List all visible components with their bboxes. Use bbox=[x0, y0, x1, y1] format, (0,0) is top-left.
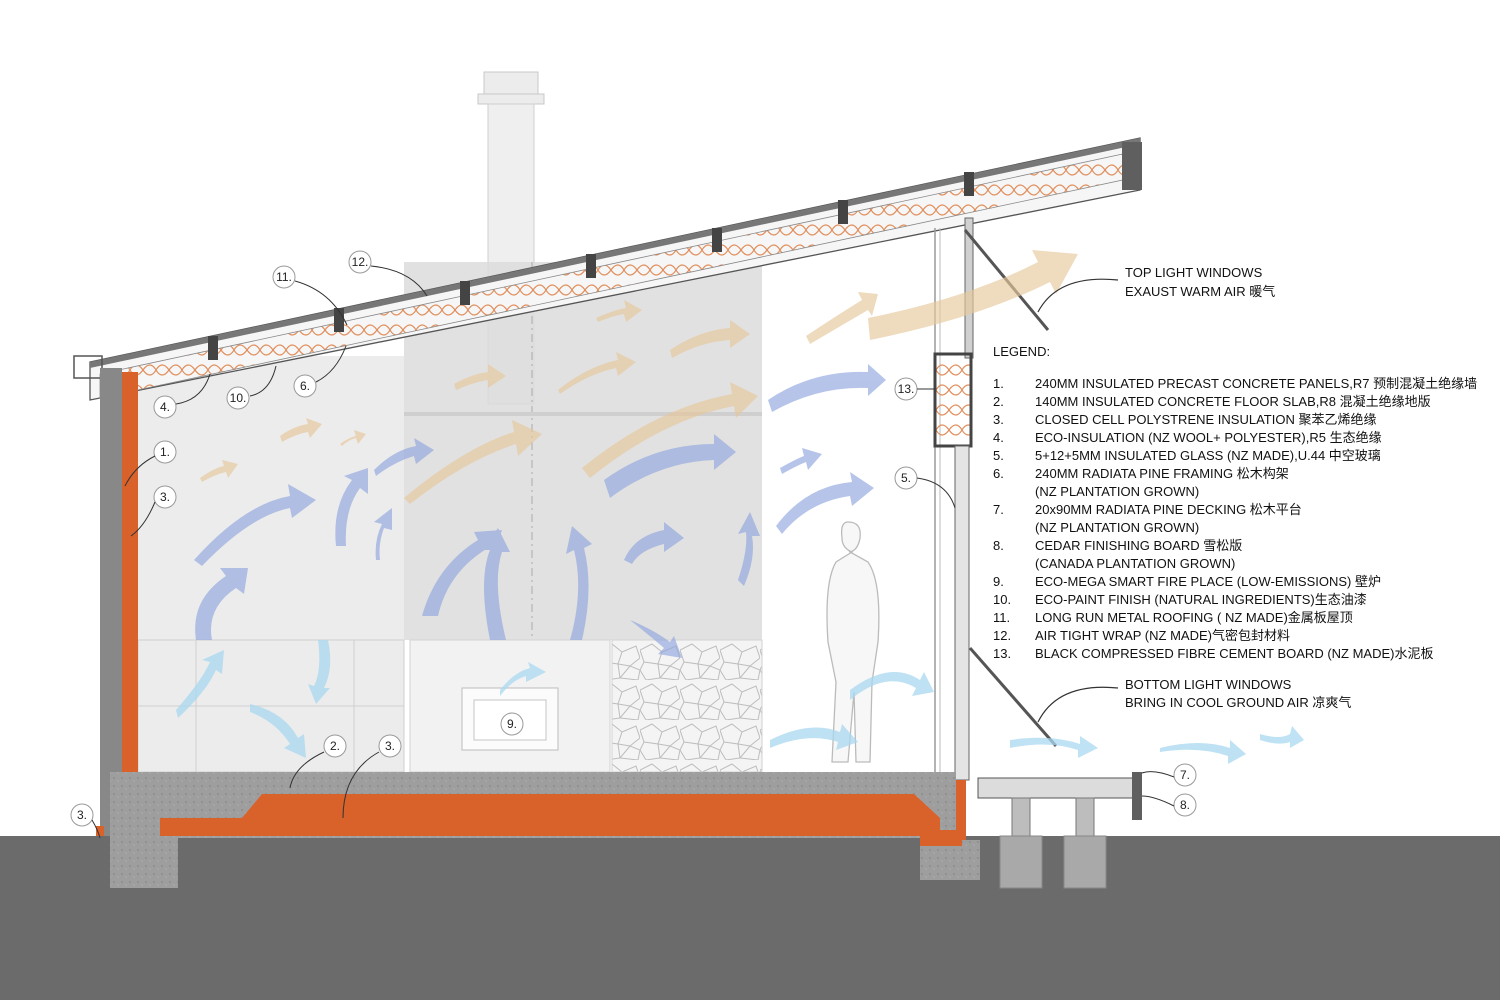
legend-item-text: (CANADA PLANTATION GROWN) bbox=[1035, 556, 1235, 571]
svg-text:10.: 10. bbox=[230, 391, 247, 405]
legend-item-8: 8. CEDAR FINISHING BOARD 雪松版 (CANADA PLANT… bbox=[993, 538, 1242, 571]
svg-text:9.: 9. bbox=[507, 717, 517, 731]
legend-item-text: CEDAR FINISHING BOARD 雪松版 bbox=[1035, 538, 1242, 553]
callout-2: 2. bbox=[289, 734, 347, 789]
stone-wall bbox=[611, 639, 763, 773]
top-windows-label: TOP LIGHT WINDOWS bbox=[1125, 265, 1263, 280]
legend-item-number: 3. bbox=[993, 412, 1004, 427]
legend-item-number: 11. bbox=[993, 610, 1010, 625]
legend-item-2: 2. 140MM INSULATED CONCRETE FLOOR SLAB,R8… bbox=[993, 394, 1431, 409]
legend-item-number: 2. bbox=[993, 394, 1004, 409]
deck-structure bbox=[977, 772, 1142, 889]
legend-item-text: ECO-MEGA SMART FIRE PLACE (LOW-EMISSIONS… bbox=[1035, 574, 1381, 589]
ground bbox=[0, 836, 1500, 1000]
callout-9: 9. bbox=[500, 712, 524, 736]
legend-title: LEGEND: bbox=[993, 344, 1050, 359]
svg-text:7.: 7. bbox=[1180, 768, 1190, 782]
legend-item-text: ECO-INSULATION (NZ WOOL+ POLYESTER),R5 生… bbox=[1035, 430, 1382, 445]
callout-10: 10. bbox=[226, 365, 277, 410]
svg-text:3.: 3. bbox=[385, 739, 395, 753]
top-windows-sublabel: EXAUST WARM AIR 暖气 bbox=[1125, 284, 1275, 299]
legend-item-text: 240MM RADIATA PINE FRAMING 松木构架 bbox=[1035, 466, 1289, 481]
callout-8: 8. bbox=[1141, 793, 1197, 817]
legend: LEGEND: 1. 240MM INSULATED PRECAST CONCRE… bbox=[993, 344, 1477, 661]
legend-item-1: 1. 240MM INSULATED PRECAST CONCRETE PANEL… bbox=[993, 376, 1477, 391]
legend-item-text: AIR TIGHT WRAP (NZ MADE)气密包封材料 bbox=[1035, 628, 1290, 643]
legend-item-4: 4. ECO-INSULATION (NZ WOOL+ POLYESTER),R5… bbox=[993, 430, 1382, 445]
legend-item-7: 7. 20x90MM RADIATA PINE DECKING 松木平台 (NZ P… bbox=[993, 502, 1302, 535]
legend-item-number: 7. bbox=[993, 502, 1004, 517]
legend-item-number: 9. bbox=[993, 574, 1004, 589]
legend-item-text: (NZ PLANTATION GROWN) bbox=[1035, 484, 1199, 499]
bottom-windows-sublabel: BRING IN COOL GROUND AIR 凉爽气 bbox=[1125, 695, 1351, 710]
legend-item-text: 240MM INSULATED PRECAST CONCRETE PANELS,… bbox=[1035, 376, 1477, 391]
roof-assembly bbox=[73, 137, 1142, 401]
legend-item-text: 140MM INSULATED CONCRETE FLOOR SLAB,R8 混… bbox=[1035, 394, 1431, 409]
legend-item-number: 6. bbox=[993, 466, 1004, 481]
legend-item-text: (NZ PLANTATION GROWN) bbox=[1035, 520, 1199, 535]
fireplace-mantel bbox=[404, 412, 762, 416]
callout-1: 1. bbox=[124, 440, 177, 487]
callout-7: 7. bbox=[1141, 763, 1197, 787]
svg-text:2.: 2. bbox=[330, 739, 340, 753]
legend-item-9: 9. ECO-MEGA SMART FIRE PLACE (LOW-EMISSIO… bbox=[993, 574, 1381, 589]
legend-item-12: 12. AIR TIGHT WRAP (NZ MADE)气密包封材料 bbox=[993, 628, 1290, 643]
callout-3-slab: 3. bbox=[342, 734, 402, 819]
callout-6: 6. bbox=[293, 345, 347, 398]
legend-item-11: 11. LONG RUN METAL ROOFING ( NZ MADE)金属板屋… bbox=[993, 610, 1353, 625]
legend-item-number: 8. bbox=[993, 538, 1004, 553]
callout-3-wall: 3. bbox=[130, 485, 177, 537]
svg-text:3.: 3. bbox=[77, 808, 87, 822]
callout-5: 5. bbox=[894, 466, 956, 509]
svg-text:5.: 5. bbox=[901, 471, 911, 485]
legend-item-text: ECO-PAINT FINISH (NATURAL INGREDIENTS)生态… bbox=[1035, 592, 1367, 607]
svg-text:1.: 1. bbox=[160, 445, 170, 459]
callout-3-base: 3. bbox=[70, 803, 101, 839]
svg-text:3.: 3. bbox=[160, 490, 170, 504]
legend-item-text: BLACK COMPRESSED FIBRE CEMENT BOARD (NZ … bbox=[1035, 646, 1433, 661]
bottom-windows-leader bbox=[1037, 686, 1119, 723]
svg-text:11.: 11. bbox=[276, 270, 292, 284]
legend-item-6: 6. 240MM RADIATA PINE FRAMING 松木构架 (NZ PLA… bbox=[993, 466, 1289, 499]
legend-item-number: 4. bbox=[993, 430, 1004, 445]
svg-text:8.: 8. bbox=[1180, 798, 1190, 812]
legend-item-10: 10. ECO-PAINT FINISH (NATURAL INGREDIENTS… bbox=[993, 592, 1367, 607]
legend-item-text: CLOSED CELL POLYSTRENE INSULATION 聚苯乙烯绝缘 bbox=[1035, 412, 1376, 427]
legend-items: 1. 240MM INSULATED PRECAST CONCRETE PANEL… bbox=[993, 376, 1477, 661]
svg-text:6.: 6. bbox=[300, 379, 310, 393]
top-windows-leader bbox=[1037, 278, 1119, 313]
callout-13: 13. bbox=[894, 377, 935, 401]
callout-12: 12. bbox=[348, 250, 428, 297]
legend-item-number: 12. bbox=[993, 628, 1011, 643]
floor-slab bbox=[110, 772, 980, 888]
legend-item-number: 1. bbox=[993, 376, 1004, 391]
callout-4: 4. bbox=[153, 373, 211, 419]
person-silhouette-icon bbox=[826, 521, 880, 763]
svg-text:4.: 4. bbox=[160, 400, 170, 414]
svg-text:12.: 12. bbox=[352, 255, 369, 269]
callout-markers: 1. 3. 3. 4. 10. 6. 11. 12. 2. 3. 9. 13. … bbox=[70, 250, 1197, 839]
air-flow-arrows bbox=[176, 250, 1304, 764]
svg-text:13.: 13. bbox=[898, 382, 915, 396]
legend-item-13: 13. BLACK COMPRESSED FIBRE CEMENT BOARD (… bbox=[993, 646, 1433, 661]
legend-item-number: 10. bbox=[993, 592, 1011, 607]
bottom-windows-label: BOTTOM LIGHT WINDOWS bbox=[1125, 677, 1292, 692]
legend-item-text: 20x90MM RADIATA PINE DECKING 松木平台 bbox=[1035, 502, 1302, 517]
fireplace-unit bbox=[409, 639, 611, 773]
legend-item-number: 5. bbox=[993, 448, 1004, 463]
legend-item-text: 5+12+5MM INSULATED GLASS (NZ MADE),U.44 … bbox=[1035, 448, 1381, 463]
callout-11: 11. bbox=[272, 265, 348, 326]
legend-item-text: LONG RUN METAL ROOFING ( NZ MADE)金属板屋顶 bbox=[1035, 610, 1353, 625]
legend-item-5: 5. 5+12+5MM INSULATED GLASS (NZ MADE),U.4… bbox=[993, 448, 1381, 463]
legend-item-3: 3. CLOSED CELL POLYSTRENE INSULATION 聚苯乙烯… bbox=[993, 412, 1376, 427]
legend-item-number: 13. bbox=[993, 646, 1011, 661]
